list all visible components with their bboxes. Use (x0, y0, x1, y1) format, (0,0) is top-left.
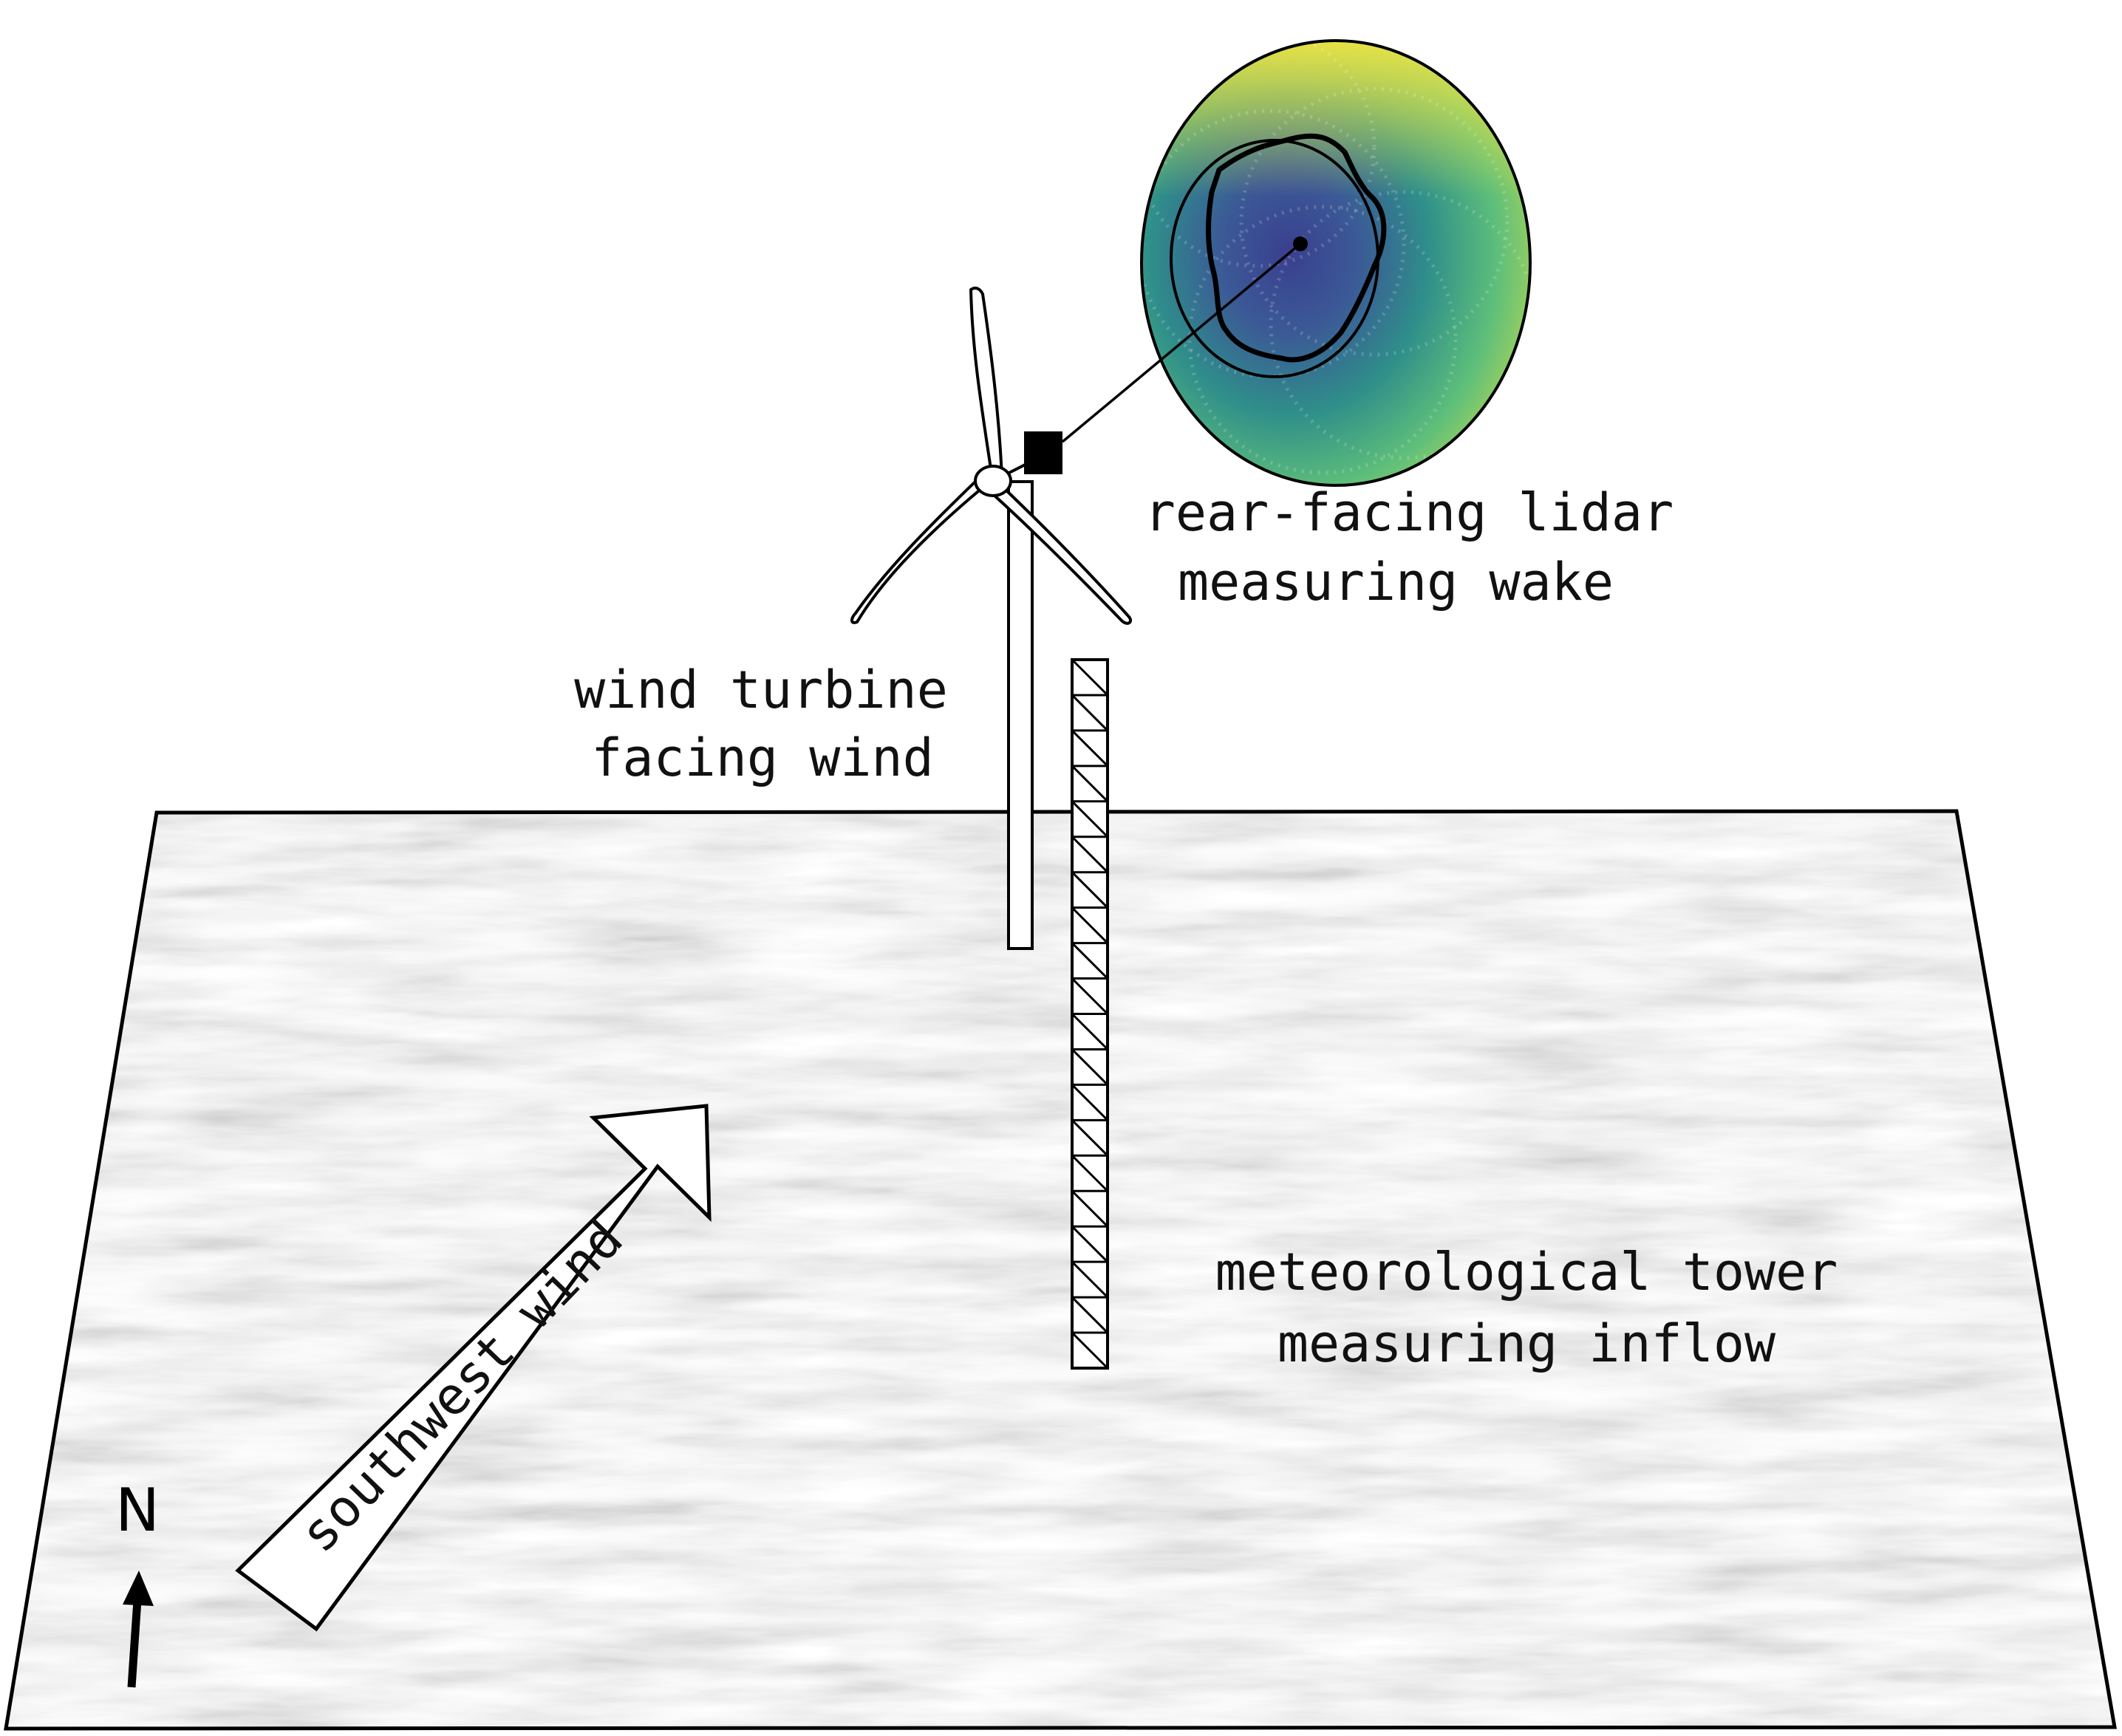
lidar-box-icon (1024, 431, 1062, 474)
tower-brace (1071, 977, 1109, 1015)
meteorological-tower (1071, 658, 1109, 1370)
tower-brace (1071, 800, 1109, 838)
tower-brace (1071, 906, 1109, 944)
wake-freestream-region (1142, 41, 1530, 485)
turbine-label-line1: wind turbine (574, 660, 948, 720)
turbine-blade-left (850, 479, 984, 624)
tower-brace (1071, 1226, 1109, 1263)
tower-brace (1071, 729, 1109, 767)
tower-brace (1071, 1296, 1109, 1334)
tower-brace (1071, 1331, 1109, 1370)
turbine-hub (974, 465, 1012, 497)
tower-label-line1: meteorological tower (1215, 1242, 1838, 1302)
tower-brace (1071, 942, 1109, 980)
tower-brace (1071, 1155, 1109, 1192)
turbine-tower (1007, 480, 1034, 950)
tower-brace (1071, 1048, 1109, 1086)
wake-contour (1206, 133, 1387, 363)
tower-brace (1071, 835, 1109, 873)
scan-pattern (1142, 41, 1530, 475)
wake-center-dot (1293, 236, 1308, 251)
tower-brace (1071, 765, 1109, 802)
turbine-blade-right (992, 486, 1133, 625)
tower-label-line2: measuring inflow (1277, 1313, 1776, 1374)
tower-brace (1071, 694, 1109, 731)
tower-brace (1071, 1190, 1109, 1228)
tower-brace (1071, 658, 1109, 697)
ground-outline (4, 809, 2117, 1731)
turbine-blade-up (969, 287, 1003, 480)
annotation-labels: rear-facing lidar measuring wake wind tu… (574, 482, 1838, 1374)
turbine-label-line2: facing wind (591, 728, 934, 788)
tower-brace (1071, 1013, 1109, 1050)
north-arrow-shaft (127, 1599, 142, 1688)
tower-brace (1071, 871, 1109, 909)
lidar-beam-line (1061, 242, 1302, 443)
tower-brace (1071, 1119, 1109, 1157)
north-label: N (115, 1476, 160, 1545)
wind-arrow-shape (235, 1104, 712, 1632)
north-indicator: N (115, 1476, 160, 1688)
north-arrow-icon (123, 1571, 154, 1606)
wind-turbine (850, 287, 1133, 950)
lidar-label-line1: rear-facing lidar (1144, 482, 1674, 543)
wake-scan-outline (1140, 39, 1532, 487)
lidar-wake-scan (1061, 39, 1532, 487)
tower-brace (1071, 1084, 1109, 1121)
tower-brace (1071, 1261, 1109, 1299)
lidar-label-line2: measuring wake (1178, 552, 1614, 612)
